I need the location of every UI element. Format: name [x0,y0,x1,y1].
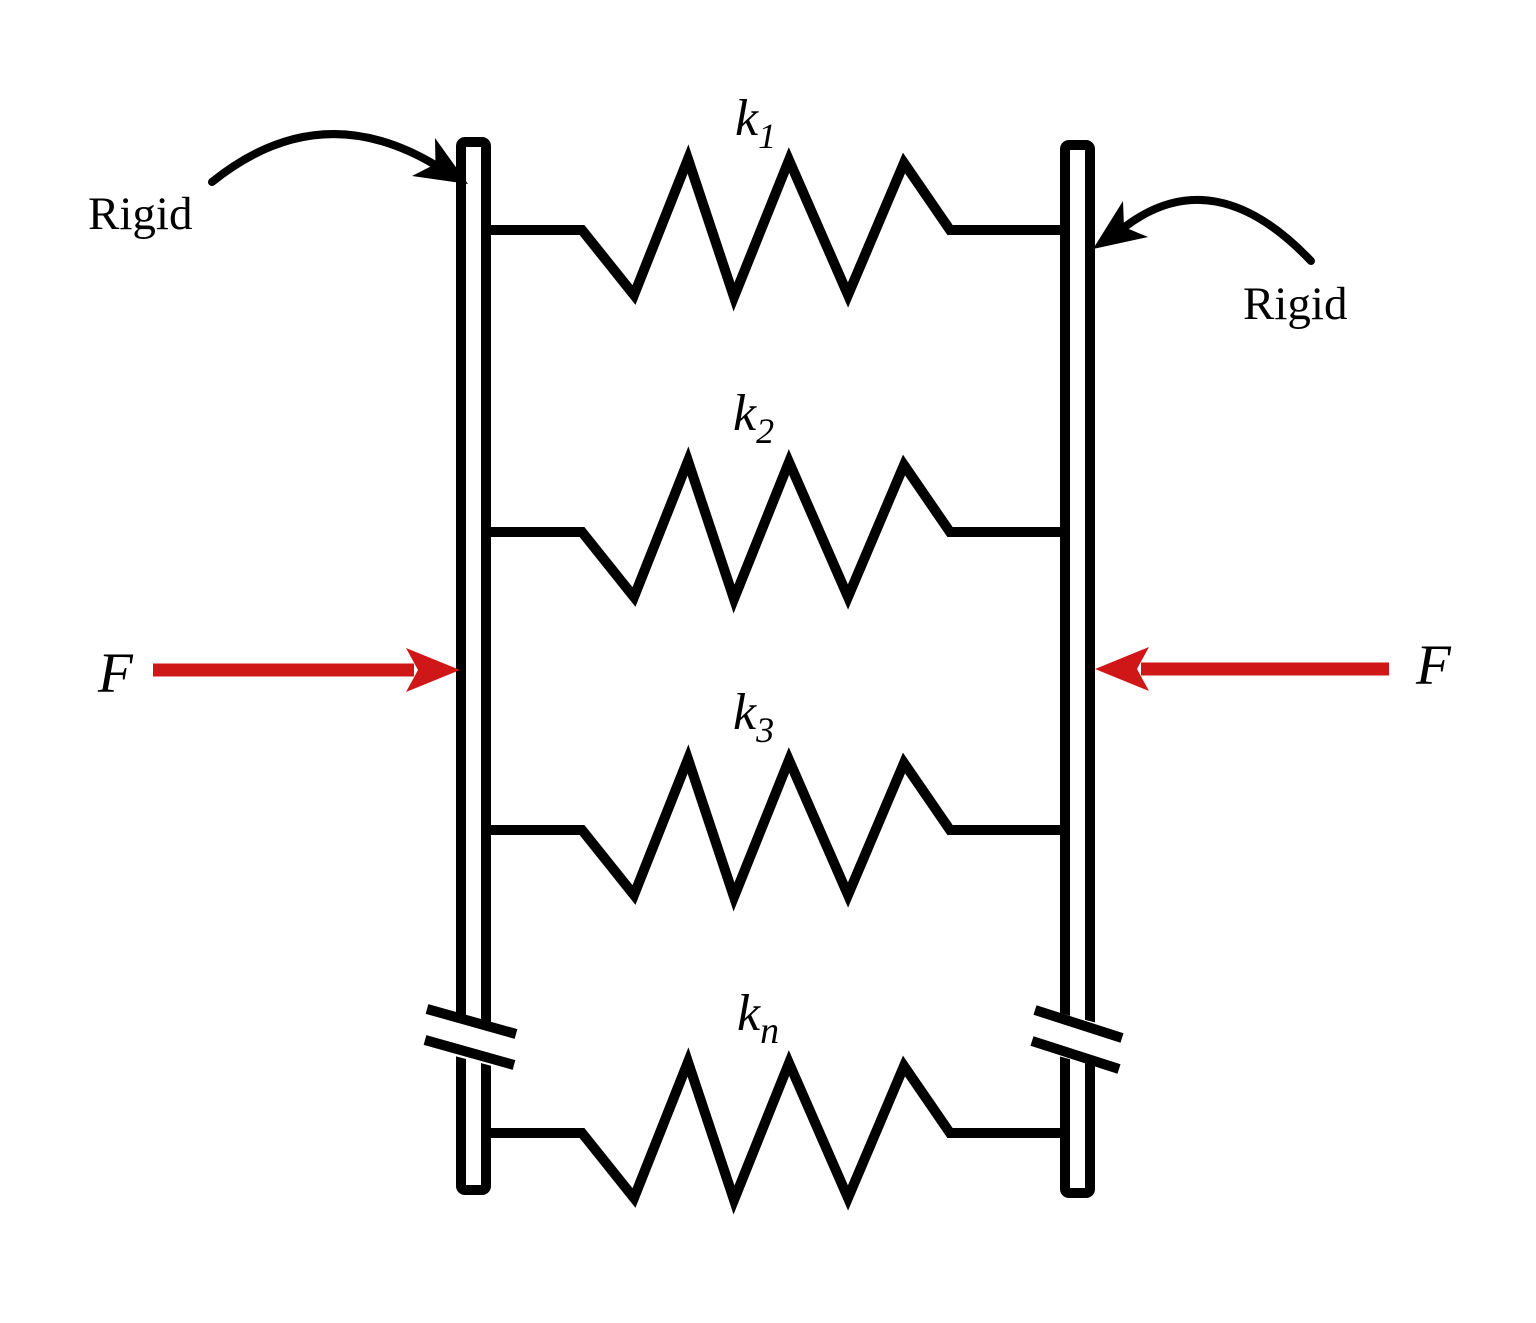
spring-label-k2: k2 [733,385,774,451]
spring-label-k1: k1 [735,90,776,156]
spring-label-kn: kn [737,985,779,1052]
spring-kn [491,1047,1061,1215]
rigid-callout-arrow-left [208,130,468,186]
force-label-left: F [97,642,134,705]
arrowhead-icon [1093,201,1148,249]
force-arrow-right [1095,647,1389,691]
right-rigid-bar [1060,140,1095,1198]
break-mark-right [1025,1005,1130,1074]
force-arrow-left [153,648,460,692]
force-label-right: F [1415,634,1452,697]
force-arrowhead-icon [1095,647,1149,691]
arrowhead-icon [412,138,468,184]
force-arrowhead-icon [406,648,460,692]
spring-k1 [491,144,1061,312]
left-rigid-bar [456,137,491,1195]
rigid-label-right: Rigid [1243,278,1347,330]
spring-k2 [491,446,1061,614]
rigid-label-left: Rigid [88,188,192,240]
spring-label-k3: k3 [733,684,774,750]
spring-k3 [491,744,1061,912]
rigid-callout-arrow-right [1093,195,1315,265]
break-mark-left [418,1004,523,1072]
